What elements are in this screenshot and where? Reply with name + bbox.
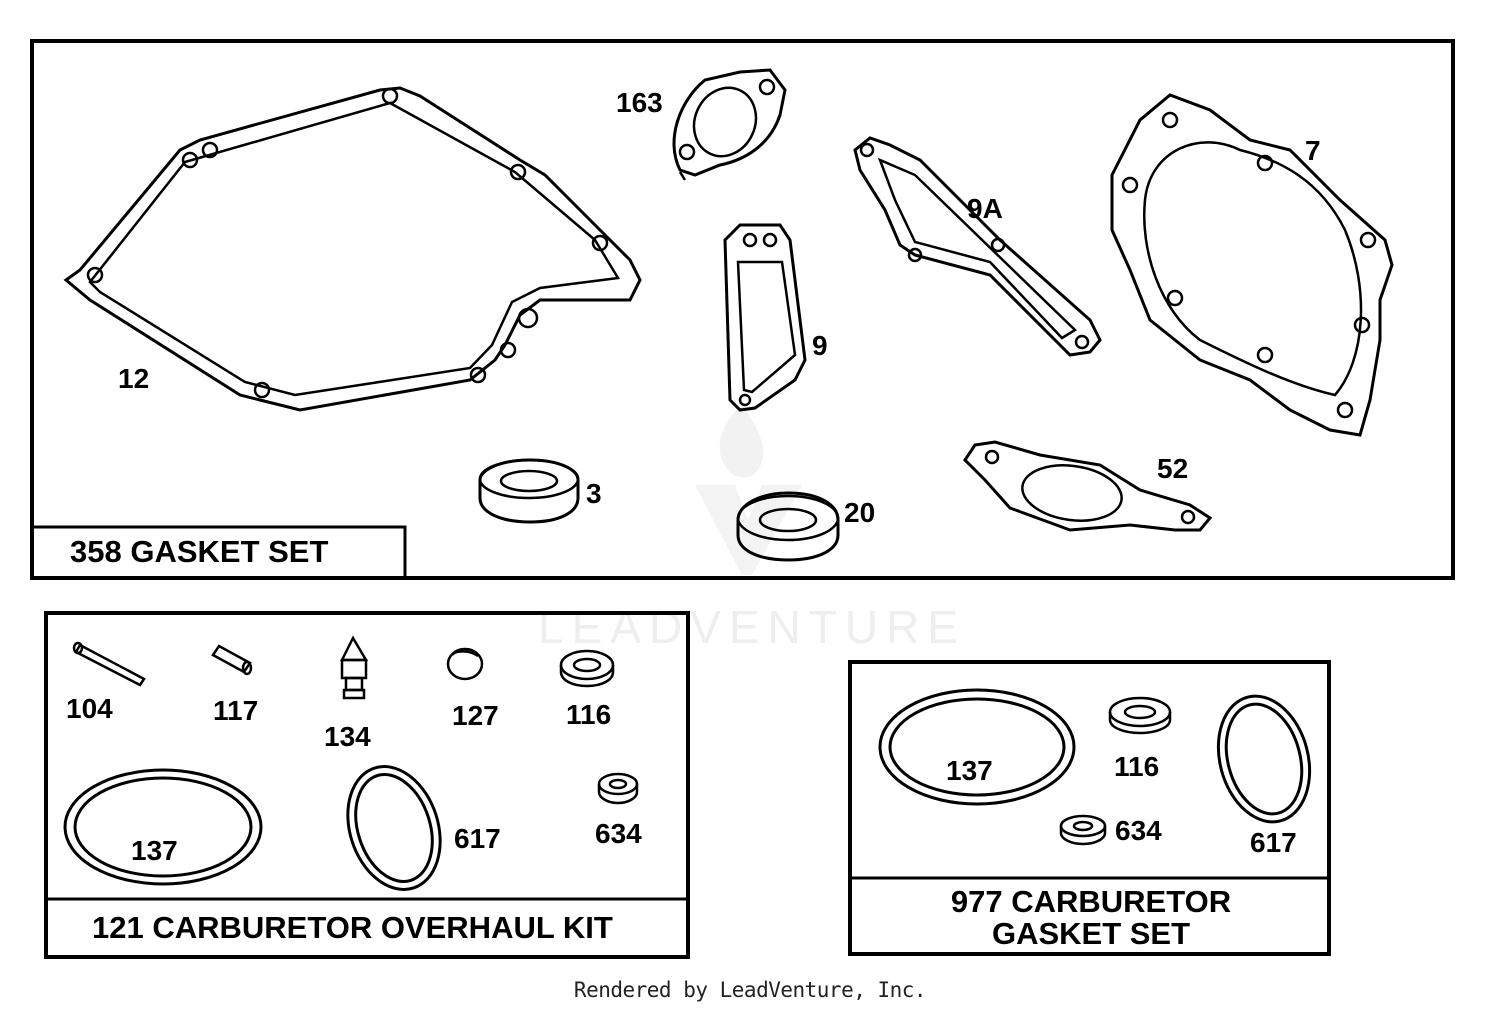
label-3: 3 xyxy=(586,478,602,509)
gasket-set-title-box xyxy=(34,525,407,578)
oil-seal-20-icon xyxy=(736,491,840,562)
pin-104-icon xyxy=(72,641,146,687)
v-watermark-icon xyxy=(695,485,802,575)
overhaul-kit-panel: 121 CARBURETOR OVERHAUL KIT 104 117 134 … xyxy=(44,611,690,959)
crankcase-gasket-icon xyxy=(63,86,642,412)
o-ring-137-icon xyxy=(878,688,1076,806)
label-617: 617 xyxy=(1250,827,1297,858)
gasket-617-icon xyxy=(346,765,442,891)
label-134: 134 xyxy=(324,721,371,752)
watermark-text: LEADVENTURE xyxy=(538,601,966,653)
label-127: 127 xyxy=(452,700,499,731)
overhaul-kit-frame xyxy=(44,611,690,959)
label-7: 7 xyxy=(1305,135,1321,166)
carb-gasket-title-line2: GASKET SET xyxy=(992,916,1190,951)
carb-gasket-panel: 977 CARBURETOR GASKET SET 137 116 634 61… xyxy=(848,660,1331,956)
carb-gasket-title-line1: 977 CARBURETOR xyxy=(951,884,1231,919)
label-9a: 9A xyxy=(967,193,1003,224)
label-9: 9 xyxy=(812,330,828,361)
label-634: 634 xyxy=(1115,815,1162,846)
cylinder-head-gasket-7-icon xyxy=(1110,93,1394,437)
flame-watermark-icon xyxy=(719,405,764,478)
label-20: 20 xyxy=(844,497,875,528)
needle-134-icon xyxy=(339,635,369,700)
breather-gasket-9-icon xyxy=(723,223,807,412)
pin-117-icon xyxy=(211,644,253,676)
washer-116-icon xyxy=(1108,696,1172,735)
label-137: 137 xyxy=(946,755,993,786)
label-104: 104 xyxy=(66,693,113,724)
washer-116-icon xyxy=(559,649,615,688)
oil-seal-3-icon xyxy=(478,458,580,524)
gasket-617-icon xyxy=(1216,694,1312,824)
o-ring-137-icon xyxy=(63,768,263,886)
breather-gasket-9a-icon xyxy=(853,136,1102,357)
carb-gasket-frame xyxy=(848,660,1331,956)
label-634: 634 xyxy=(595,818,642,849)
footer-credit: Rendered by LeadVenture, Inc. xyxy=(573,978,927,1002)
intake-gasket-163-icon xyxy=(672,68,787,181)
label-116: 116 xyxy=(566,699,611,730)
overhaul-kit-title: 121 CARBURETOR OVERHAUL KIT xyxy=(92,910,613,945)
label-117: 117 xyxy=(213,695,258,726)
label-116: 116 xyxy=(1114,751,1159,782)
watermark: LEADVENTURE xyxy=(538,405,966,653)
washer-634-icon xyxy=(1059,814,1107,846)
washer-634-icon xyxy=(597,772,639,805)
label-163: 163 xyxy=(616,87,663,118)
gasket-set-panel: 358 GASKET SET 12 163 xyxy=(30,39,1455,580)
label-52: 52 xyxy=(1157,453,1188,484)
label-617: 617 xyxy=(454,823,501,854)
gasket-set-frame xyxy=(30,39,1455,580)
exhaust-gasket-52-icon xyxy=(963,440,1213,532)
plug-127-icon xyxy=(446,647,484,681)
label-12: 12 xyxy=(118,363,149,394)
label-137: 137 xyxy=(131,835,178,866)
gasket-set-title: 358 GASKET SET xyxy=(70,534,328,569)
